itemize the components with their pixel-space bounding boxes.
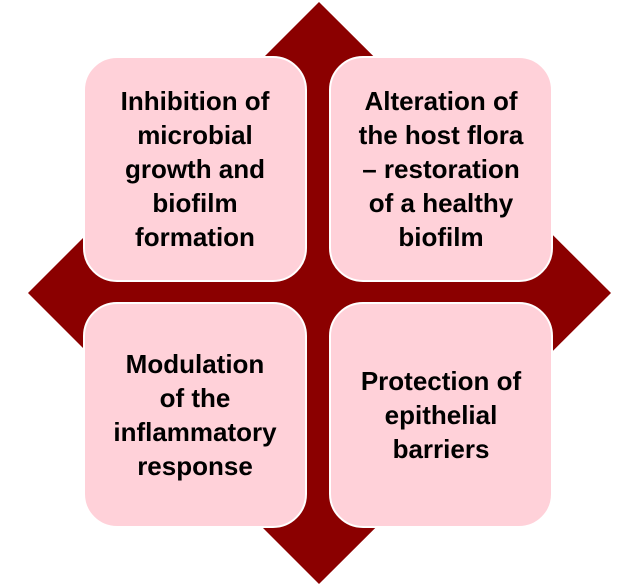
quadrant-text: Alteration of the host flora – restorati… — [358, 86, 524, 252]
quadrant-top-right: Alteration of the host flora – restorati… — [329, 56, 553, 282]
quadrant-top-left: Inhibition of microbial growth and biofi… — [83, 56, 307, 282]
quadrant-text: Modulation of the inflammatory response — [113, 349, 277, 481]
quadrant-bottom-right: Protection of epithelial barriers — [329, 302, 553, 528]
quadrant-text: Inhibition of microbial growth and biofi… — [120, 86, 270, 252]
quadrant-bottom-left: Modulation of the inflammatory response — [83, 302, 307, 528]
quadrant-text: Protection of epithelial barriers — [360, 366, 522, 464]
